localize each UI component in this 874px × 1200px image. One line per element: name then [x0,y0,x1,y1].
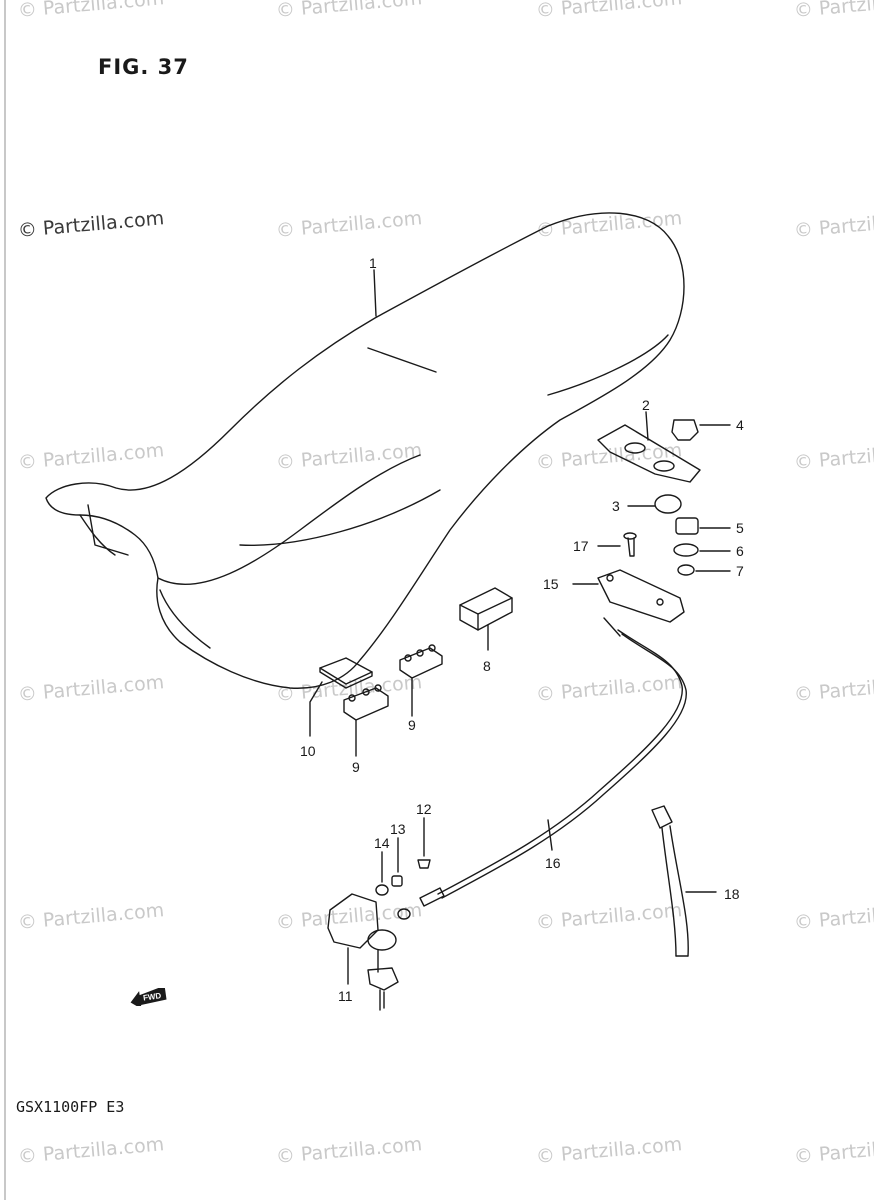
fastener-14 [375,851,389,896]
fwd-label: FWD [142,991,162,1002]
buffer-9-lower [343,684,389,757]
callout-4: 4 [736,417,744,433]
callout-9-upper: 9 [408,717,416,733]
cushion-3 [627,494,682,514]
callout-8: 8 [483,658,491,674]
screw-17 [597,532,637,557]
callout-10: 10 [300,743,316,759]
callout-9-lower: 9 [352,759,360,775]
callout-5: 5 [736,520,744,536]
release-cable-16 [419,617,687,907]
callout-18: 18 [724,886,740,902]
forward-arrow-icon: FWD [128,985,168,1010]
seat-outline [45,212,685,689]
callout-3: 3 [612,498,620,514]
leader-1 [373,269,377,317]
fastener-13 [391,837,403,887]
callout-13: 13 [390,821,406,837]
callout-12: 12 [416,801,432,817]
callout-6: 6 [736,543,744,559]
callout-14: 14 [374,835,390,851]
lock-plate-15 [572,569,685,623]
pad-10 [309,657,373,737]
nut-4 [671,419,731,441]
hinge-bracket [597,411,701,483]
screw-12 [417,817,431,869]
callout-2: 2 [642,397,650,413]
buffer-9-upper [399,644,443,717]
seat-lock-11 [327,893,399,1011]
washer-6 [673,543,731,557]
helmet-holder-18 [651,805,717,957]
figure-label: FIG. 37 [98,55,189,79]
model-code: GSX1100FP E3 [16,1098,125,1116]
bushing-5 [675,517,731,535]
callout-11: 11 [338,988,353,1004]
callout-17: 17 [573,538,589,554]
callout-7: 7 [736,563,744,579]
scan-edge [4,0,6,1200]
cushion-block-8 [459,587,513,651]
callout-1: 1 [369,255,377,271]
nut-7 [677,564,731,576]
callout-15: 15 [543,576,559,592]
callout-16: 16 [545,855,561,871]
cable-nut [397,908,411,920]
